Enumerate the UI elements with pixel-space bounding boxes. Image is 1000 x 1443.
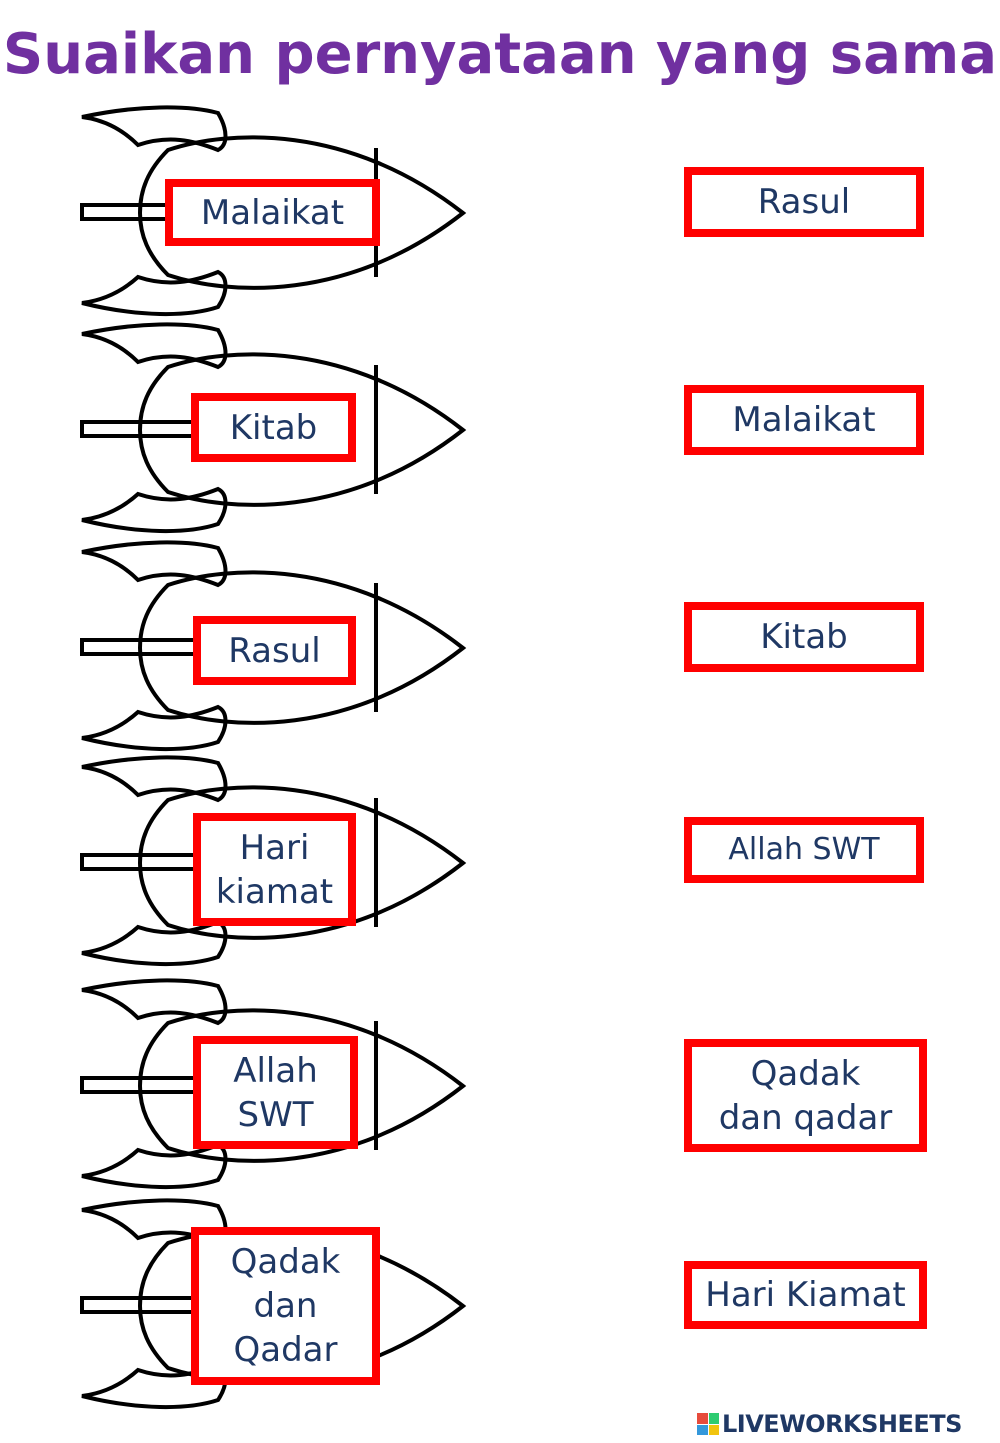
rocket-2 bbox=[78, 322, 473, 552]
rocket-icon bbox=[80, 105, 467, 317]
right-item-2[interactable]: Malaikat bbox=[684, 385, 924, 455]
left-answer-box-3[interactable]: Rasul bbox=[193, 616, 356, 685]
left-answer-box-2[interactable]: Kitab bbox=[191, 393, 356, 462]
right-item-5[interactable]: Qadak dan qadar bbox=[684, 1039, 927, 1152]
right-item-4[interactable]: Allah SWT bbox=[684, 817, 924, 883]
rocket-1 bbox=[78, 105, 473, 335]
left-answer-box-1[interactable]: Malaikat bbox=[165, 179, 380, 246]
right-item-6[interactable]: Hari Kiamat bbox=[684, 1261, 927, 1329]
right-item-1[interactable]: Rasul bbox=[684, 167, 924, 237]
liveworksheets-brand: LIVEWORKSHEETS bbox=[722, 1410, 962, 1438]
liveworksheets-logo: LIVEWORKSHEETS bbox=[697, 1410, 962, 1438]
rocket-icon bbox=[80, 322, 467, 534]
left-answer-box-6[interactable]: Qadak dan Qadar bbox=[191, 1227, 380, 1385]
rocket-4 bbox=[78, 755, 473, 985]
liveworksheets-logo-icon bbox=[697, 1413, 719, 1435]
rocket-3 bbox=[78, 540, 473, 770]
page-title: Suaikan pernyataan yang sama bbox=[2, 22, 998, 87]
rocket-icon bbox=[80, 755, 467, 967]
left-answer-box-5[interactable]: Allah SWT bbox=[193, 1036, 358, 1149]
left-answer-box-4[interactable]: Hari kiamat bbox=[193, 813, 356, 926]
right-item-3[interactable]: Kitab bbox=[684, 602, 924, 672]
rocket-icon bbox=[80, 540, 467, 752]
